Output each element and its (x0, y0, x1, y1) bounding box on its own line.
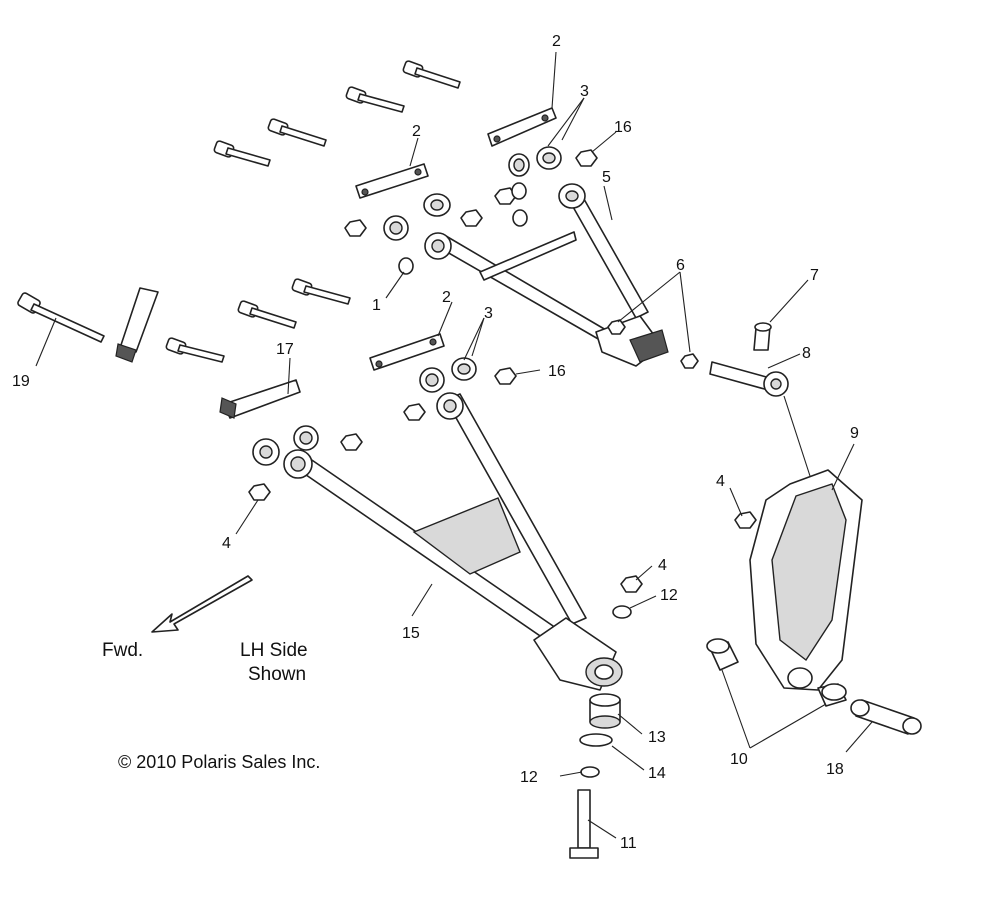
steering-knuckle (749, 469, 863, 691)
cam-plate (487, 107, 557, 147)
bolt-group-upper (213, 60, 461, 167)
callout-3: 3 (580, 83, 589, 100)
callout-17: 17 (276, 341, 294, 358)
callout-4: 4 (658, 557, 667, 574)
callout-labels: 2 3 16 2 5 1 6 7 8 2 3 16 17 19 9 4 4 4 … (12, 33, 859, 852)
bushing (252, 438, 280, 466)
callout-3: 3 (484, 305, 493, 322)
tube-18 (850, 699, 922, 735)
forward-arrow (151, 575, 253, 633)
callout-1: 1 (372, 297, 381, 314)
nut (403, 403, 426, 421)
side-label-line1: LH Side (240, 640, 308, 661)
bushing-10 (706, 638, 739, 671)
cam-plate-17 (219, 379, 301, 419)
callout-10: 10 (730, 751, 748, 768)
nut (248, 483, 271, 501)
bushing (419, 367, 445, 393)
callout-5: 5 (602, 169, 611, 186)
bushing (293, 425, 319, 451)
bushing-10 (817, 683, 847, 707)
callout-11: 11 (620, 835, 637, 852)
washer (511, 182, 527, 200)
callout-4: 4 (716, 473, 725, 490)
side-label-line2: Shown (248, 664, 306, 685)
bushing (423, 193, 451, 217)
callout-12: 12 (520, 769, 538, 786)
bolt (345, 86, 405, 113)
forward-label: Fwd. (102, 640, 143, 661)
callout-2: 2 (412, 123, 421, 140)
callout-2: 2 (552, 33, 561, 50)
bolt-11 (569, 789, 599, 859)
callout-9: 9 (850, 425, 859, 442)
callout-12: 12 (660, 587, 678, 604)
bolt (291, 278, 351, 305)
nut (734, 511, 757, 529)
bolt (165, 337, 225, 363)
long-bolt (17, 292, 105, 343)
washer (512, 209, 528, 227)
callout-13: 13 (648, 729, 666, 746)
bolt (237, 300, 297, 329)
bolt (213, 140, 271, 167)
nut (460, 209, 483, 227)
cam-adjuster (115, 287, 159, 363)
bushing (383, 215, 409, 241)
washer (398, 257, 414, 275)
upper-a-arm (424, 183, 669, 367)
bolt-group-lower (17, 278, 351, 363)
callout-14: 14 (648, 765, 666, 782)
ball-joint-8 (709, 361, 789, 397)
snap-ring (579, 733, 613, 747)
callout-16: 16 (548, 363, 566, 380)
callout-8: 8 (802, 345, 811, 362)
nut (344, 219, 367, 237)
bushing (508, 153, 530, 177)
nut (607, 319, 626, 335)
nut (494, 367, 517, 385)
washer (612, 605, 632, 619)
ball-joint-13 (589, 693, 621, 729)
nut (340, 433, 363, 451)
cam-plate (369, 333, 445, 371)
callout-18: 18 (826, 761, 844, 778)
leader-lines (35, 51, 873, 839)
callout-15: 15 (402, 625, 420, 642)
lower-a-arm (283, 392, 623, 691)
bolt (267, 118, 327, 147)
callout-16: 16 (614, 119, 632, 136)
nut (680, 353, 699, 369)
nut (620, 575, 643, 593)
washer (580, 766, 600, 778)
callout-2: 2 (442, 289, 451, 306)
bushing (536, 146, 562, 170)
callout-7: 7 (810, 267, 819, 284)
callout-6: 6 (676, 257, 685, 274)
nut (575, 149, 598, 167)
callout-19: 19 (12, 373, 30, 390)
cam-plate (355, 163, 429, 199)
callout-4: 4 (222, 535, 231, 552)
copyright-notice: © 2010 Polaris Sales Inc. (118, 752, 320, 772)
bushing (451, 357, 477, 381)
nut (494, 187, 517, 205)
bolt (402, 60, 461, 89)
pin-7 (753, 322, 772, 351)
